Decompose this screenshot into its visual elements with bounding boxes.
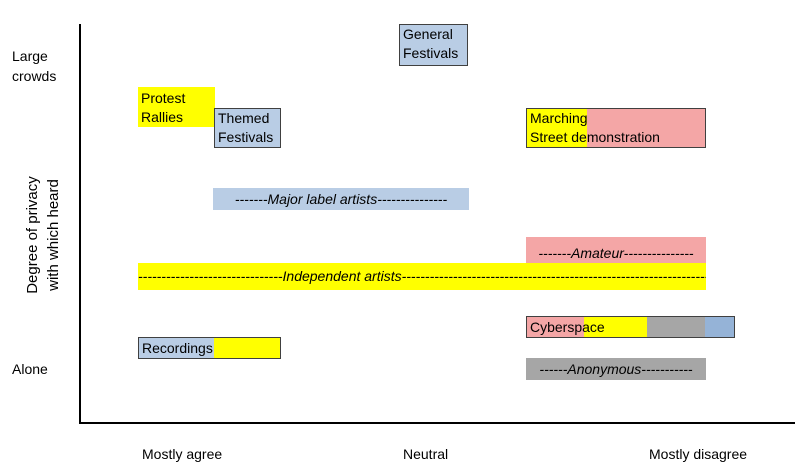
- cyberspace-label: Cyberspace: [530, 319, 605, 335]
- recordings-blue-segment: [139, 338, 214, 358]
- protest-rallies-line2: Rallies: [141, 109, 184, 125]
- themed-festivals-line1: Themed: [218, 110, 270, 126]
- themed-festivals-label: Themed Festivals: [215, 109, 280, 147]
- x-tick-neutral: Neutral: [403, 446, 449, 462]
- cyberspace-gray-segment: [647, 317, 705, 337]
- protest-rallies-box: Protest Rallies: [138, 87, 215, 127]
- general-festivals-line1: General: [403, 26, 453, 42]
- general-festivals-line2: Festivals: [403, 45, 459, 61]
- y-axis-title-line2: with which heard: [45, 179, 62, 291]
- cyberspace-box: Cyberspace: [526, 316, 735, 338]
- x-axis-line: [79, 422, 795, 424]
- amateur-band: -------Amateur---------------: [526, 237, 706, 263]
- marching-yellow-segment: [527, 109, 587, 147]
- y-tick-large-line1: Large: [12, 48, 48, 64]
- cyberspace-blue-segment: [705, 317, 734, 337]
- general-festivals-box: General Festivals: [399, 24, 468, 66]
- recordings-box: Recordings: [138, 337, 281, 359]
- recordings-label: Recordings: [142, 340, 213, 356]
- marching-street-box: Marching Street demonstration: [526, 108, 706, 148]
- y-axis-title-line1: Degree of privacy: [24, 176, 41, 294]
- cyberspace-yellow-segment: [584, 317, 647, 337]
- major-label-band: -------Major label artists--------------…: [213, 188, 469, 210]
- y-tick-large-line2: crowds: [12, 68, 57, 84]
- marching-line2: Street demonstration: [530, 129, 660, 145]
- x-tick-mostly-disagree: Mostly disagree: [649, 446, 748, 462]
- themed-festivals-line2: Festivals: [218, 129, 274, 145]
- y-axis-title-area: Degree of privacy with which heard: [14, 100, 72, 370]
- marching-street-label: Marching Street demonstration: [527, 109, 705, 147]
- marching-line1: Marching: [530, 110, 588, 126]
- x-tick-mostly-agree: Mostly agree: [142, 446, 223, 462]
- independent-band: -------------------------------Independe…: [138, 263, 706, 290]
- y-tick-alone: Alone: [12, 361, 48, 377]
- y-tick-large-crowds: Large crowds: [12, 46, 56, 86]
- anonymous-band: ------Anonymous-----------: [526, 358, 706, 380]
- y-axis-title: Degree of privacy with which heard: [22, 105, 64, 365]
- y-axis-line: [79, 24, 81, 424]
- protest-rallies-label: Protest Rallies: [138, 87, 215, 127]
- themed-festivals-box: Themed Festivals: [214, 108, 281, 148]
- protest-rallies-line1: Protest: [141, 90, 186, 106]
- general-festivals-label: General Festivals: [400, 25, 467, 63]
